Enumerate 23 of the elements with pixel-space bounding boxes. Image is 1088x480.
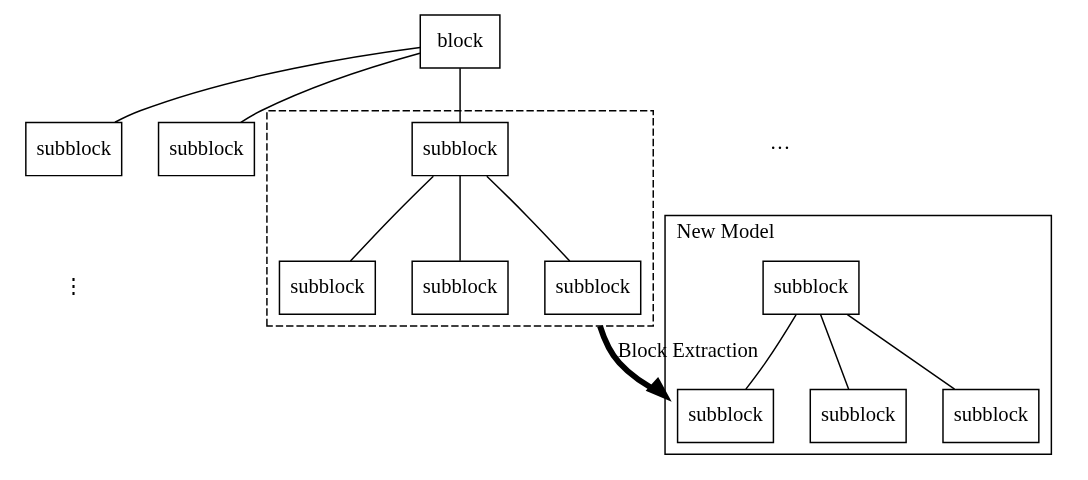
node-box: subblock [410,121,509,176]
connector [485,174,570,262]
node-box: subblock [941,388,1040,443]
node-box: block [419,13,501,69]
node-box: subblock [809,388,907,443]
connector [458,67,461,123]
connector [846,313,955,390]
connector [819,313,849,390]
node-box: subblock [24,121,122,176]
node-box: subblock [761,259,860,315]
connector [458,174,461,262]
connector [239,51,421,123]
label: ··· [769,136,790,159]
node-box: subblock [410,259,509,315]
node-box: subblock [157,121,255,176]
connector [113,46,421,123]
node-box: subblock [676,388,774,443]
cluster [265,109,654,327]
connector [349,174,434,262]
node-box: subblock [278,259,376,315]
connector [744,313,797,390]
node-box: subblock [543,259,641,315]
label: ⋮ [62,274,84,297]
